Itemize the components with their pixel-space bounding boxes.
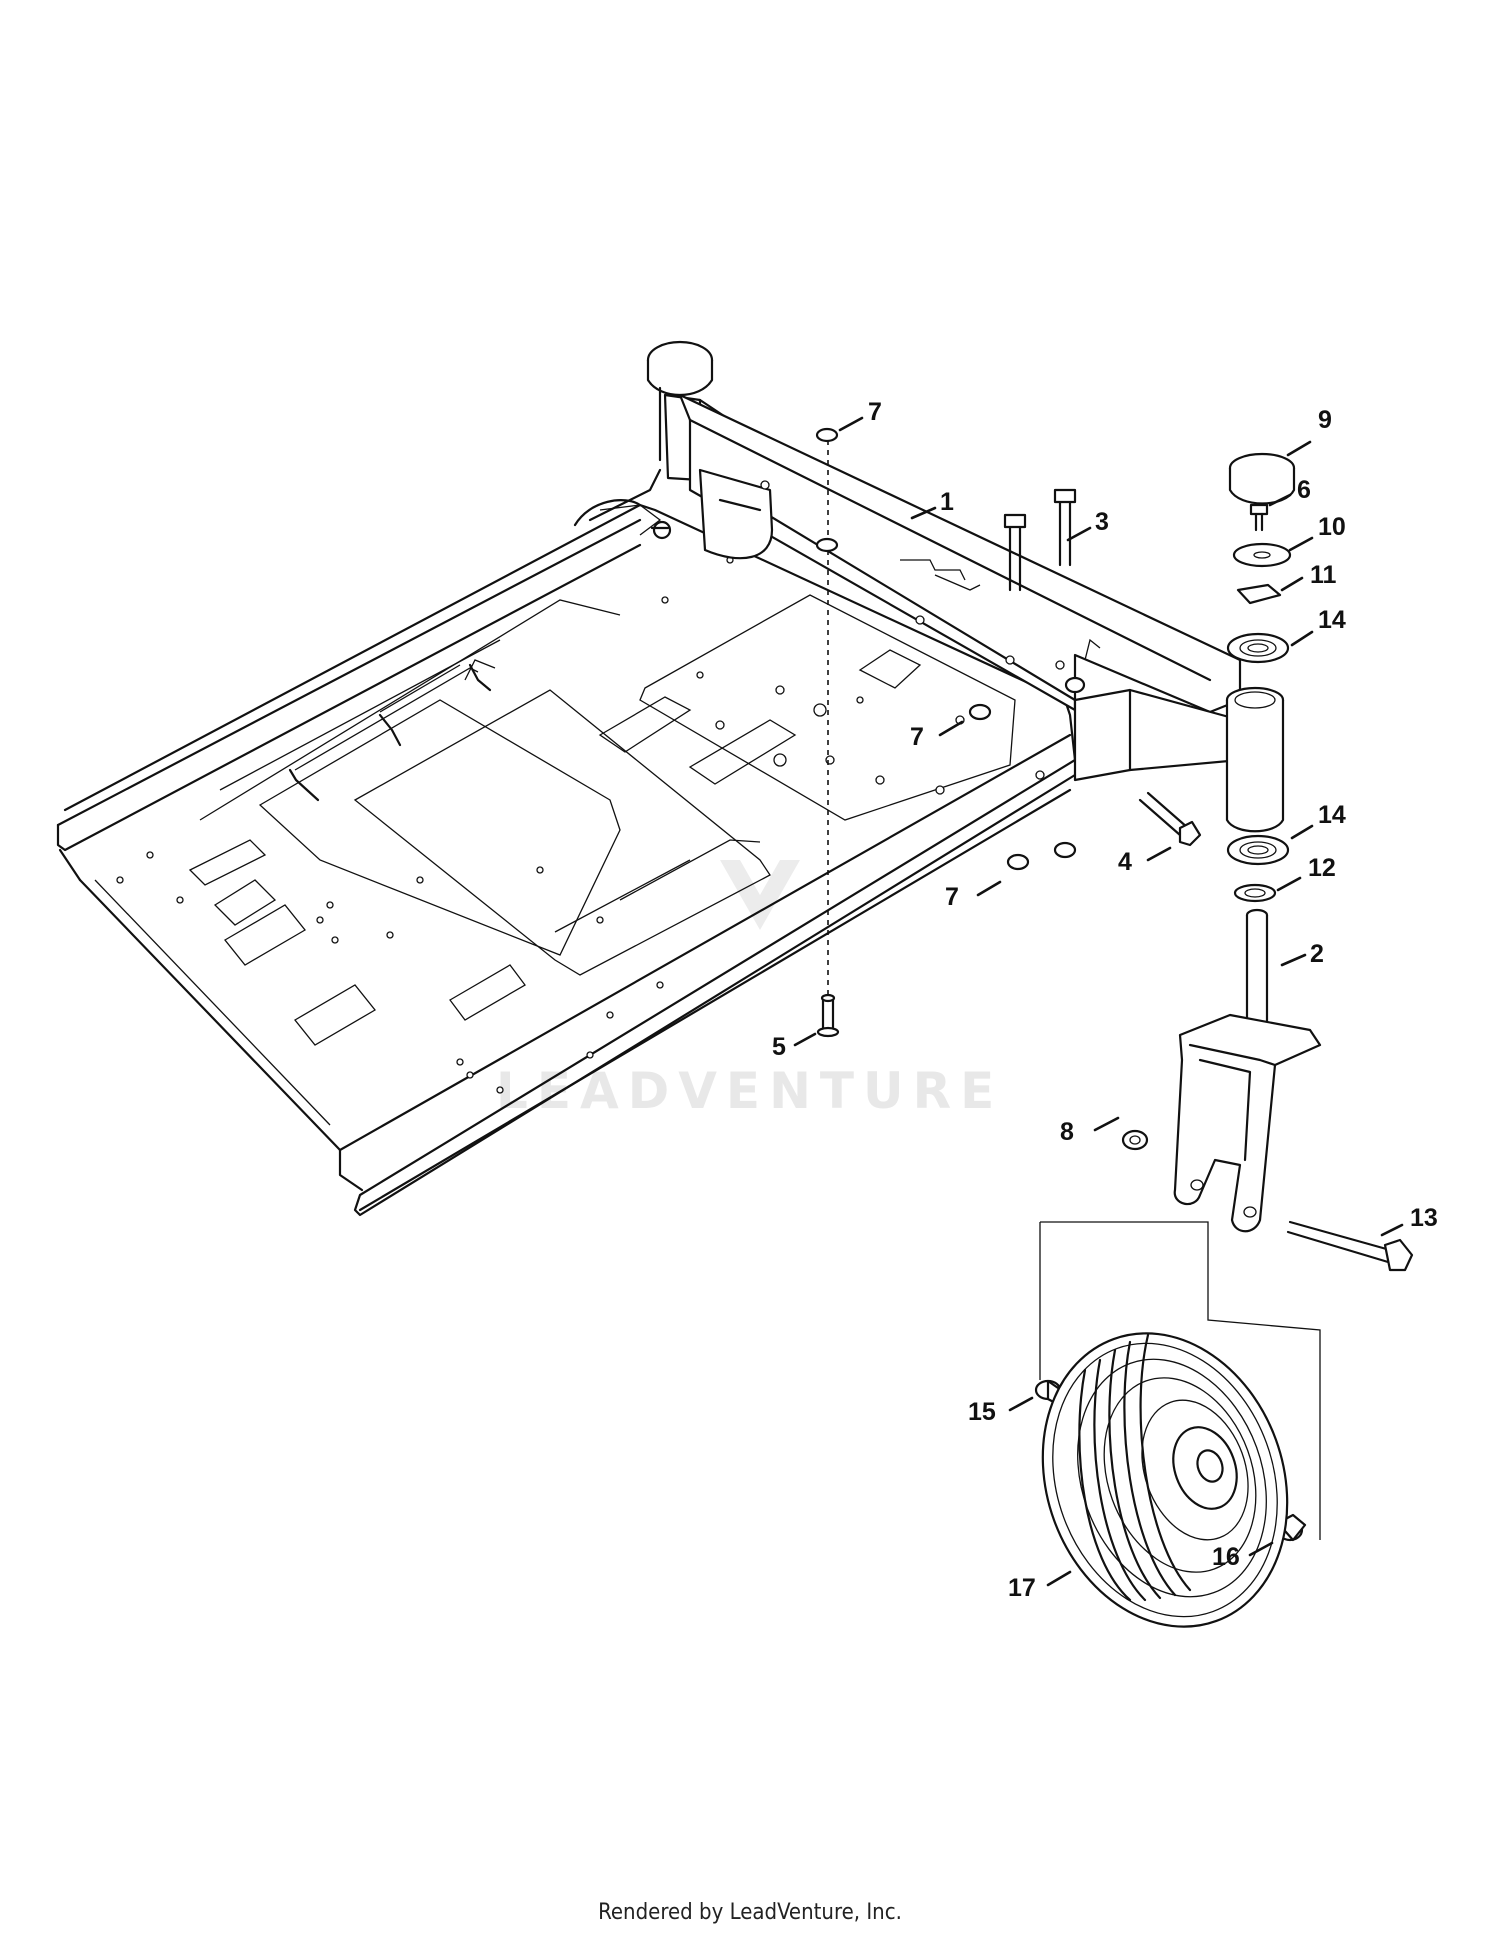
callout-7a: 7 xyxy=(838,398,882,432)
callout-1: 1 xyxy=(910,488,954,520)
svg-text:14: 14 xyxy=(1318,606,1346,634)
svg-text:2: 2 xyxy=(1310,940,1324,968)
svg-text:17: 17 xyxy=(1008,1574,1036,1602)
fork-nut xyxy=(1121,1129,1149,1151)
retaining-clip xyxy=(1236,583,1282,605)
step-pad-grid xyxy=(353,689,771,976)
svg-text:4: 4 xyxy=(1118,848,1132,876)
callout-14a: 14 xyxy=(1290,606,1346,647)
svg-text:6: 6 xyxy=(1297,476,1311,504)
callout-3: 3 xyxy=(1066,508,1109,542)
callouts: 1 2 3 4 5 6 7 7 xyxy=(772,398,1438,1602)
callout-17: 17 xyxy=(1008,1570,1072,1602)
svg-text:14: 14 xyxy=(1318,801,1346,829)
pivot-tube xyxy=(1225,686,1285,833)
svg-text:15: 15 xyxy=(968,1398,996,1426)
callout-6: 6 xyxy=(1268,476,1311,507)
caster-fork xyxy=(1173,908,1322,1233)
wheel-axle-bolt xyxy=(1286,1220,1414,1272)
svg-text:3: 3 xyxy=(1095,508,1109,536)
svg-text:13: 13 xyxy=(1410,1204,1438,1232)
svg-text:7: 7 xyxy=(868,398,882,426)
svg-text:16: 16 xyxy=(1212,1543,1240,1571)
pivot-cap xyxy=(1228,452,1296,505)
bearing-top xyxy=(1226,632,1290,664)
hex-bolt xyxy=(1138,791,1202,847)
svg-text:12: 12 xyxy=(1308,854,1336,882)
callout-14b: 14 xyxy=(1290,801,1346,840)
svg-text:10: 10 xyxy=(1318,513,1346,541)
callout-4: 4 xyxy=(1118,846,1172,876)
callout-10: 10 xyxy=(1288,513,1346,552)
mounting-holes xyxy=(116,556,965,1094)
callout-15: 15 xyxy=(968,1396,1034,1426)
svg-text:5: 5 xyxy=(772,1033,786,1061)
svg-text:8: 8 xyxy=(1060,1118,1074,1146)
retaining-washer xyxy=(1232,542,1292,568)
callout-12: 12 xyxy=(1276,854,1336,892)
callout-7c: 7 xyxy=(945,880,1002,911)
long-bolts xyxy=(1003,488,1077,592)
caster-wheel xyxy=(1041,1332,1289,1628)
watermark: LEADVENTURE xyxy=(496,860,1003,1120)
cap-bolt xyxy=(1249,503,1269,532)
svg-text:11: 11 xyxy=(1310,561,1337,589)
callout-5: 5 xyxy=(772,1032,817,1061)
svg-text:7: 7 xyxy=(945,883,959,911)
front-axle xyxy=(646,340,1242,782)
callout-7b: 7 xyxy=(910,720,964,751)
svg-text:9: 9 xyxy=(1318,406,1332,434)
watermark-logo-icon xyxy=(720,860,800,930)
svg-text:1: 1 xyxy=(940,488,954,516)
svg-text:7: 7 xyxy=(910,723,924,751)
flange-nuts xyxy=(815,427,1086,871)
bearing-bottom xyxy=(1226,834,1290,866)
wheel-group-bracket xyxy=(1040,1221,1321,1540)
callout-11: 11 xyxy=(1280,561,1337,592)
callout-9: 9 xyxy=(1286,406,1332,457)
mower-deck-frame xyxy=(56,468,1077,1217)
callout-2: 2 xyxy=(1280,940,1324,968)
callout-8: 8 xyxy=(1060,1116,1120,1146)
stud-bolt xyxy=(816,993,840,1038)
thrust-washer xyxy=(1233,883,1277,903)
watermark-text: LEADVENTURE xyxy=(496,1062,1003,1120)
footer-credit: Rendered by LeadVenture, Inc. xyxy=(598,1900,902,1925)
callout-13: 13 xyxy=(1380,1204,1438,1237)
callout-16: 16 xyxy=(1212,1541,1274,1571)
